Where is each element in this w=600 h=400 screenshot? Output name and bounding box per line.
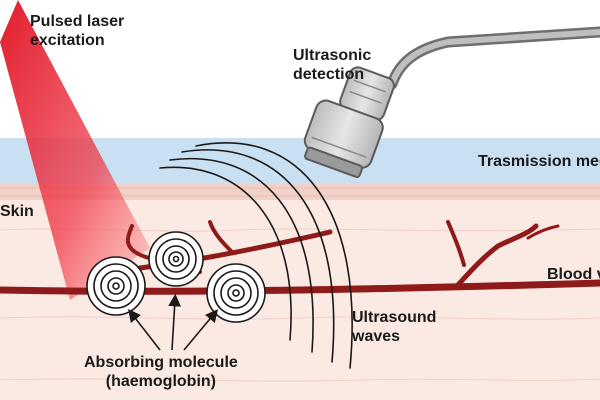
transmission-medium-label: Trasmission medium (478, 153, 600, 170)
wavefront-3 (181, 149, 335, 363)
right-capillary (446, 220, 466, 267)
absorber-center (148, 231, 204, 287)
ultrasound-waves-label: Ultrasound waves (352, 308, 436, 346)
absorb-label-line-2: (haemoglobin) (105, 373, 216, 390)
wavefront-4 (195, 142, 353, 369)
waves-label-line-1: Ultrasound (352, 309, 437, 326)
arrow-left (128, 308, 161, 351)
detection-label-line-2: detection (293, 66, 365, 83)
laser-label-line-2: excitation (30, 32, 105, 49)
right-branch (453, 223, 539, 290)
arrow-center (168, 293, 182, 351)
absorber-left (86, 256, 146, 316)
absorber-right (206, 263, 266, 323)
right-twig (526, 224, 560, 240)
air-region (0, 0, 600, 140)
laser-label: Pulsed laser excitation (30, 12, 124, 50)
probe-body (303, 66, 395, 179)
absorber-arrows (128, 293, 219, 351)
laser-beam (0, 0, 150, 300)
wavefront-2 (169, 157, 314, 353)
absorbing-molecule-label: Absorbing molecule (haemoglobin) (84, 353, 238, 391)
arrow-right (183, 309, 219, 351)
wavefront-1 (159, 166, 292, 341)
detection-label: Ultrasonic detection (293, 46, 371, 84)
waves-label-line-2: waves (352, 328, 401, 345)
ultrasound-transducer-icon (303, 26, 600, 179)
tissue-fibre (0, 378, 600, 382)
ultrasound-waves (159, 142, 353, 369)
absorb-label-line-1: Absorbing molecule (84, 354, 238, 371)
skin-label: Skin (0, 203, 34, 220)
middle-capillary (208, 220, 234, 254)
tissue-fibre (0, 316, 600, 320)
laser-label-line-1: Pulsed laser (30, 13, 125, 30)
probe-cable-highlight (389, 29, 600, 87)
detection-label-line-1: Ultrasonic (293, 47, 372, 64)
blood-vessel-label: Blood vessel (547, 266, 600, 283)
